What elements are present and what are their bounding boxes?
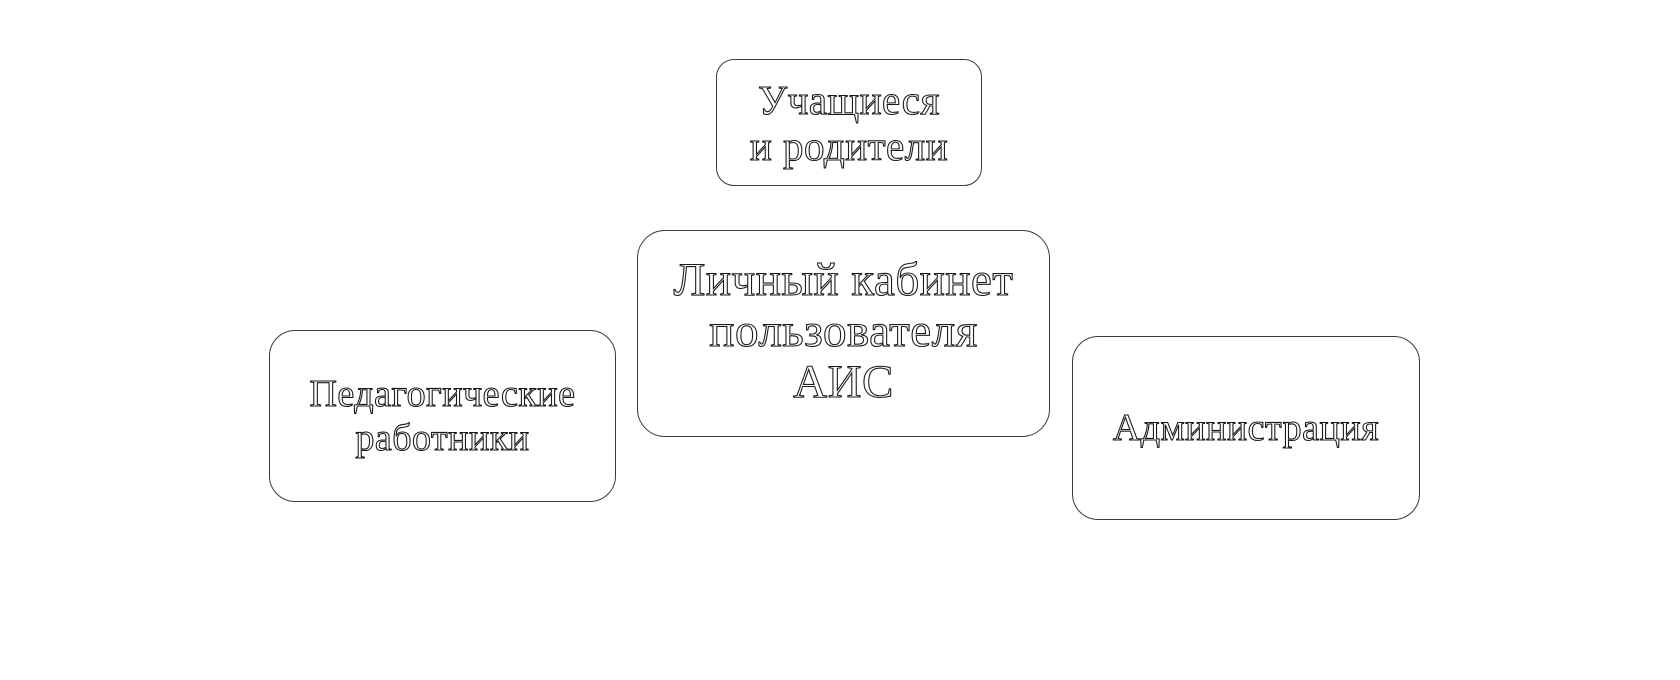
node-user-personal-account: Личный кабинет пользователя АИС [637,230,1050,437]
node-teaching-staff: Педагогические работники [269,330,616,502]
node-user-personal-account-label: Личный кабинет пользователя АИС [673,254,1014,408]
node-students-and-parents-label: Учащиеся и родители [749,76,949,169]
node-administration: Администрация [1072,336,1420,520]
node-administration-label: Администрация [1112,406,1380,449]
node-teaching-staff-label: Педагогические работники [309,372,576,459]
node-students-and-parents: Учащиеся и родители [716,59,982,186]
